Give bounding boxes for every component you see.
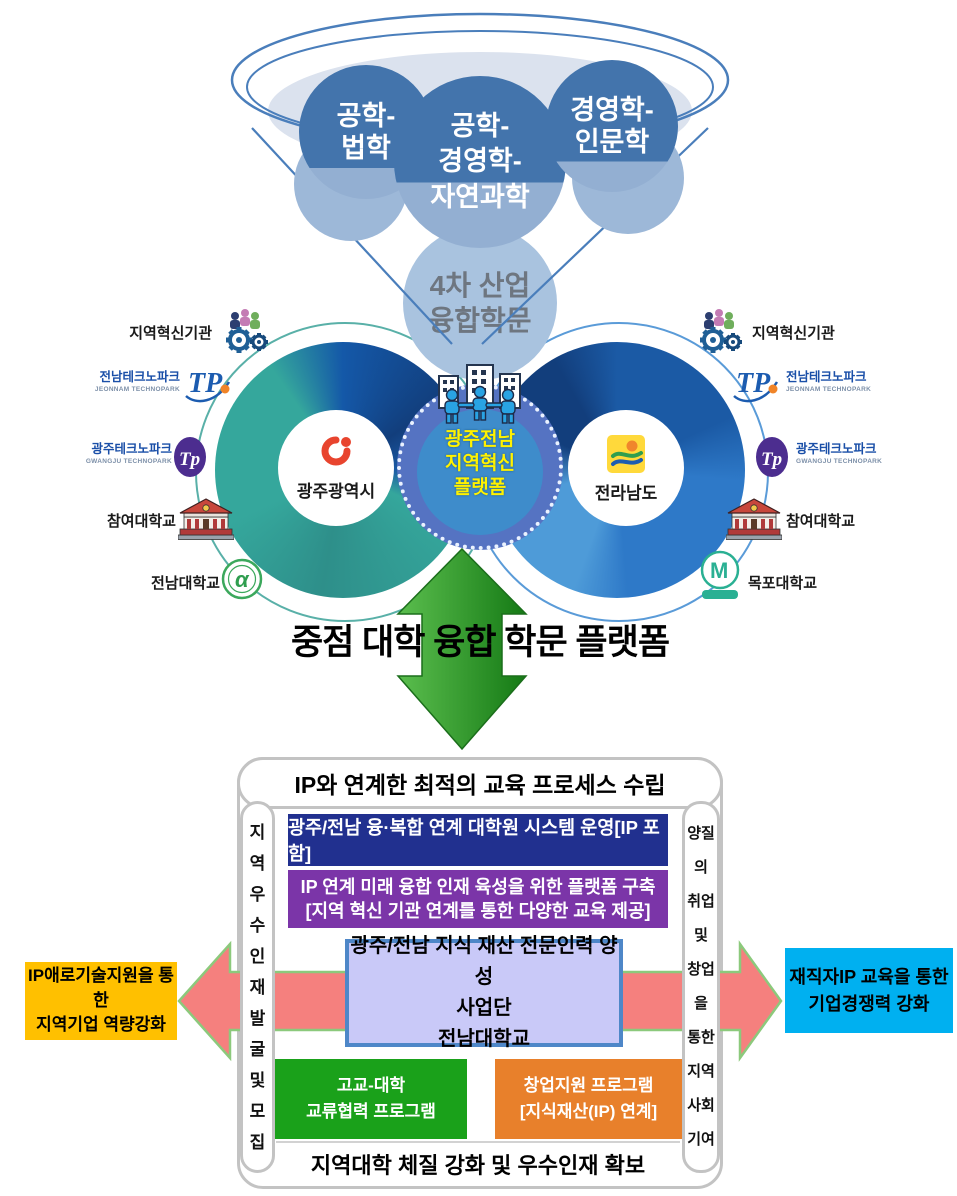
right-rail: 양질 의 취업 및 창업 을 통한 지역 사회 기여 <box>682 801 720 1173</box>
gwangju-technopark-logo-right: Tp <box>756 437 788 477</box>
partner-label-innovation-right: 지역혁신기관 <box>752 325 835 342</box>
innovation-agency-icon-left <box>226 309 268 353</box>
platform-build-box: IP 연계 미래 융합 인재 육성을 위한 플랫폼 구축 [지역 혁신 기관 연… <box>288 870 668 928</box>
process-footer: 지역대학 체질 강화 및 우수인재 확보 <box>275 1143 681 1185</box>
footer-divider <box>276 1141 680 1143</box>
partner-label-univ-right: 참여대학교 <box>786 513 856 530</box>
svg-text:M: M <box>710 558 728 583</box>
process-footer-label: 지역대학 체질 강화 및 우수인재 확보 <box>310 1153 646 1178</box>
hub-label: 광주전남 지역혁신 플랫폼 <box>445 429 515 498</box>
jnu-emblem: α <box>221 558 263 600</box>
svg-text:Tp: Tp <box>179 449 200 470</box>
left-rail-label: 지 역 우 수 인 재 발 굴 및 모 집 <box>249 822 266 1152</box>
jeonnam-label: 전라남도 <box>594 484 658 503</box>
partner-label-gtp-right: 광주테크노파크 GWANGJU TECHNOPARK <box>796 442 883 465</box>
partner-label-univ-left: 참여대학교 <box>106 513 176 530</box>
svg-text:TP: TP <box>736 368 771 399</box>
circle-eng-law-label: 공학- 법학 <box>336 100 396 163</box>
jeonnam-disc: 전라남도 <box>568 410 684 526</box>
jeonnam-technopark-logo-left: TP <box>185 368 231 403</box>
left-outcome-box: IP애로기술지원을 통한 지역기업 역량강화 <box>25 962 177 1040</box>
jeonnam-technopark-logo-right: TP <box>733 368 779 403</box>
university-building-icon-left <box>178 498 234 540</box>
partner-label-jnu: 전남대학교 <box>150 575 220 592</box>
agency-box: 광주/전남 지식 재산 전문인력 양성 사업단 전남대학교 <box>345 935 623 1050</box>
partner-label-jtp-right: 전남테크노파크 JEONNAM TECHNOPARK <box>786 370 872 393</box>
right-rail-label: 양질 의 취업 및 창업 을 통한 지역 사회 기여 <box>687 825 715 1148</box>
right-outcome-label: 재직자IP 교육을 통한 기업경쟁력 강화 <box>789 966 949 1014</box>
innovation-agency-icon-right <box>700 309 742 353</box>
circle-eng-mgmt-nature: 공학- 경영학- 자연과학 <box>394 76 566 248</box>
hub-inner-circle <box>417 409 543 535</box>
grad-system-label: 광주/전남 융·복합 연계 대학원 시스템 운영[IP 포함] <box>288 817 660 864</box>
svg-text:α: α <box>235 567 250 592</box>
gwangju-city-logo <box>321 436 351 466</box>
startup-label: 창업지원 프로그램 [지식재산(IP) 연계] <box>519 1075 658 1121</box>
platform-build-label: IP 연계 미래 융합 인재 육성을 위한 플랫폼 구축 [지역 혁신 기관 연… <box>300 876 656 921</box>
platform-heading: 중점 대학 융합 학문 플랫폼 <box>290 623 670 662</box>
circle-4th-industry: 4차 산업 융합학문 <box>403 226 557 380</box>
gwangju-label: 광주광역시 <box>296 482 376 501</box>
grad-system-box: 광주/전남 융·복합 연계 대학원 시스템 운영[IP 포함] <box>288 814 668 866</box>
highschool-box: 고교-대학 교류협력 프로그램 <box>275 1059 467 1139</box>
left-rail: 지 역 우 수 인 재 발 굴 및 모 집 <box>240 801 275 1173</box>
partner-label-gtp-left: 광주테크노파크 GWANGJU TECHNOPARK <box>85 442 172 465</box>
circle-eng-mgmt-nature-label: 공학- 경영학- 자연과학 <box>430 111 530 212</box>
svg-text:Tp: Tp <box>761 449 782 470</box>
agency-label: 광주/전남 지식 재산 전문인력 양성 사업단 전남대학교 <box>350 935 618 1050</box>
people-network-icon <box>438 364 521 424</box>
circle-mgmt-hum-label: 경영학- 인문학 <box>570 94 654 157</box>
partner-label-jtp-left: 전남테크노파크 JEONNAM TECHNOPARK <box>94 370 180 393</box>
green-double-arrow <box>396 547 528 751</box>
startup-box: 창업지원 프로그램 [지식재산(IP) 연계] <box>495 1059 682 1139</box>
circle-4th-industry-label: 4차 산업 융합학문 <box>428 270 532 336</box>
partner-label-mnu: 목포대학교 <box>748 575 818 592</box>
right-outcome-box: 재직자IP 교육을 통한 기업경쟁력 강화 <box>785 948 953 1033</box>
highschool-label: 고교-대학 교류협력 프로그램 <box>306 1075 436 1121</box>
svg-text:TP: TP <box>188 368 223 399</box>
mnu-emblem: M <box>700 550 740 599</box>
circle-mgmt-hum: 경영학- 인문학 <box>546 60 678 192</box>
gwangju-disc: 광주광역시 <box>278 410 394 526</box>
jeonnam-province-logo <box>607 435 645 473</box>
gwangju-technopark-logo-left: Tp <box>174 437 206 477</box>
partner-label-innovation-left: 지역혁신기관 <box>129 325 212 342</box>
university-building-icon-right <box>726 498 782 540</box>
process-header-label: IP와 연계한 최적의 교육 프로세스 수립 <box>294 772 666 798</box>
left-outcome-label: IP애로기술지원을 통한 지역기업 역량강화 <box>28 966 174 1035</box>
process-header: IP와 연계한 최적의 교육 프로세스 수립 <box>237 757 723 809</box>
